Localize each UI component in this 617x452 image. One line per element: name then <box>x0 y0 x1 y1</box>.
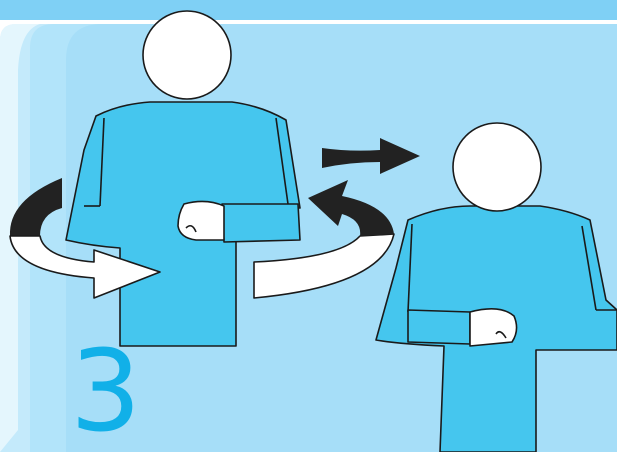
front-head <box>143 11 231 99</box>
front-fist <box>178 201 224 240</box>
turned-forearm <box>408 310 470 344</box>
front-forearm <box>222 204 300 242</box>
turned-fist <box>470 309 517 346</box>
step-number: 3 <box>70 336 139 448</box>
top-band-gap <box>0 20 617 24</box>
turned-head <box>453 123 541 211</box>
top-band <box>0 0 617 20</box>
